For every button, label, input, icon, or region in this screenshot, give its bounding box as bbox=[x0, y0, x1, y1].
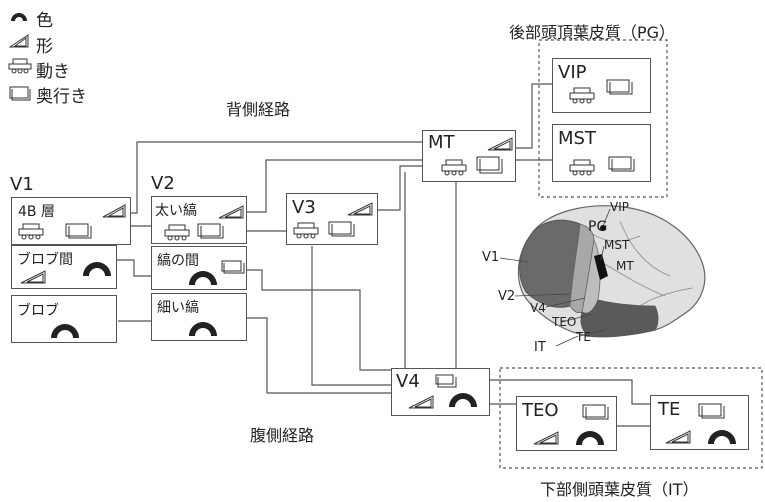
depth-icon bbox=[9, 86, 31, 101]
v2-interstripe-box: 縞の間 bbox=[151, 246, 247, 290]
teo-title: TEO bbox=[522, 400, 559, 421]
v3-title: V3 bbox=[292, 197, 316, 218]
motion-icon bbox=[569, 87, 595, 104]
posterior-parietal-label: 後部頭頂葉皮質（PG） bbox=[509, 23, 676, 42]
color-icon bbox=[708, 430, 736, 444]
line-v1-4b-to-mt bbox=[130, 141, 422, 214]
color-icon bbox=[11, 13, 27, 21]
depth-icon bbox=[608, 156, 635, 172]
depth-icon bbox=[221, 260, 245, 274]
color-icon bbox=[83, 262, 111, 276]
color-icon bbox=[189, 271, 217, 285]
dorsal-pathway-label: 背側経路 bbox=[226, 100, 291, 119]
line-v2-interstripe-to-v4 bbox=[246, 269, 391, 371]
v1-blob-box: ブロブ bbox=[11, 295, 117, 343]
te-title: TE bbox=[658, 399, 681, 420]
v2-thick-stripe-label: 太い縞 bbox=[155, 203, 197, 219]
depth-icon bbox=[328, 221, 355, 237]
brain-it-region bbox=[580, 299, 659, 338]
legend-depth-label: 奥行き bbox=[36, 87, 87, 107]
brain-label-mst: MST bbox=[604, 238, 630, 252]
v2-thin-stripe-label: 細い縞 bbox=[157, 300, 199, 316]
te-box: TE bbox=[650, 395, 749, 450]
brain-label-it: IT bbox=[534, 340, 546, 355]
form-icon bbox=[9, 34, 29, 48]
depth-icon bbox=[197, 223, 224, 239]
brain-label-vip: VIP bbox=[610, 200, 629, 214]
vip-title: VIP bbox=[558, 62, 587, 83]
legend-form-label: 形 bbox=[36, 37, 53, 57]
form-icon bbox=[665, 430, 691, 444]
v1-layer-4b-box: 4B 層 bbox=[11, 197, 131, 245]
vip-box: VIP bbox=[552, 58, 651, 113]
line-v2-thin-to-v4 bbox=[246, 317, 391, 394]
v1-interblob-box: ブロブ間 bbox=[11, 245, 117, 289]
line-mt-to-v4 bbox=[391, 172, 406, 380]
depth-icon bbox=[476, 156, 503, 174]
line-v1-interblob-to-v2-interstripe bbox=[116, 259, 151, 277]
line-v2-thick-to-mt bbox=[246, 159, 422, 213]
ventral-pathway-label: 腹側経路 bbox=[250, 426, 315, 445]
brain-mt-region bbox=[594, 254, 608, 280]
depth-icon bbox=[65, 223, 92, 239]
motion-icon bbox=[569, 159, 595, 176]
pg-region-border bbox=[538, 39, 668, 198]
form-icon bbox=[408, 395, 434, 409]
v4-title: V4 bbox=[396, 371, 420, 392]
motion-icon bbox=[18, 223, 44, 240]
depth-icon bbox=[582, 404, 609, 420]
mst-box: MST bbox=[552, 124, 651, 182]
mt-title: MT bbox=[428, 132, 455, 153]
depth-icon bbox=[698, 403, 725, 419]
macaque-brain-illustration bbox=[499, 205, 706, 347]
v1-layer-4b-label: 4B 層 bbox=[18, 204, 55, 220]
legend-color-label: 色 bbox=[36, 11, 53, 31]
form-icon bbox=[102, 204, 126, 218]
form-icon bbox=[218, 205, 244, 219]
depth-icon bbox=[606, 79, 633, 95]
v2-title: V2 bbox=[151, 173, 175, 194]
v1-blob-label: ブロブ bbox=[17, 303, 59, 319]
it-region-border bbox=[499, 367, 763, 469]
motion-icon bbox=[8, 58, 32, 74]
brain-vip-dot bbox=[600, 225, 606, 231]
line-v3-to-mt bbox=[377, 165, 422, 211]
brain-sulci bbox=[579, 220, 693, 307]
legend-motion-label: 動き bbox=[36, 62, 70, 82]
color-icon bbox=[576, 431, 604, 445]
brain-label-te: TE bbox=[576, 330, 591, 344]
form-icon bbox=[347, 202, 373, 216]
form-icon bbox=[487, 137, 513, 151]
v2-thin-stripe-box: 細い縞 bbox=[151, 293, 247, 341]
brain-label-pg: PG bbox=[588, 219, 608, 235]
v1-title: V1 bbox=[10, 174, 34, 195]
teo-box: TEO bbox=[516, 396, 617, 451]
v3-box: V3 bbox=[286, 193, 378, 245]
brain-label-teo: TEO bbox=[552, 315, 577, 329]
motion-icon bbox=[293, 222, 319, 239]
color-icon bbox=[189, 322, 217, 336]
v4-box: V4 bbox=[391, 368, 490, 416]
line-v4-to-te bbox=[489, 379, 650, 405]
form-icon bbox=[20, 270, 46, 284]
v1-interblob-label: ブロブ間 bbox=[17, 252, 73, 268]
motion-icon bbox=[164, 224, 190, 241]
motion-icon bbox=[441, 159, 467, 176]
brain-label-v4: V4 bbox=[530, 301, 546, 315]
mt-box: MT bbox=[422, 130, 516, 182]
color-icon bbox=[449, 393, 477, 407]
v2-interstripe-label: 縞の間 bbox=[157, 253, 199, 269]
form-icon bbox=[533, 431, 559, 445]
brain-label-v1: V1 bbox=[482, 250, 500, 265]
v2-thick-stripe-box: 太い縞 bbox=[151, 196, 247, 244]
depth-icon bbox=[435, 374, 457, 388]
color-icon bbox=[51, 324, 79, 338]
line-v3-to-v4 bbox=[311, 246, 391, 386]
line-mt-to-vip bbox=[515, 83, 552, 149]
brain-label-mt: MT bbox=[616, 259, 634, 273]
mst-title: MST bbox=[558, 128, 596, 149]
inferior-temporal-label: 下部側頭葉皮質（IT） bbox=[540, 480, 699, 499]
brain-label-v2: V2 bbox=[498, 289, 516, 304]
